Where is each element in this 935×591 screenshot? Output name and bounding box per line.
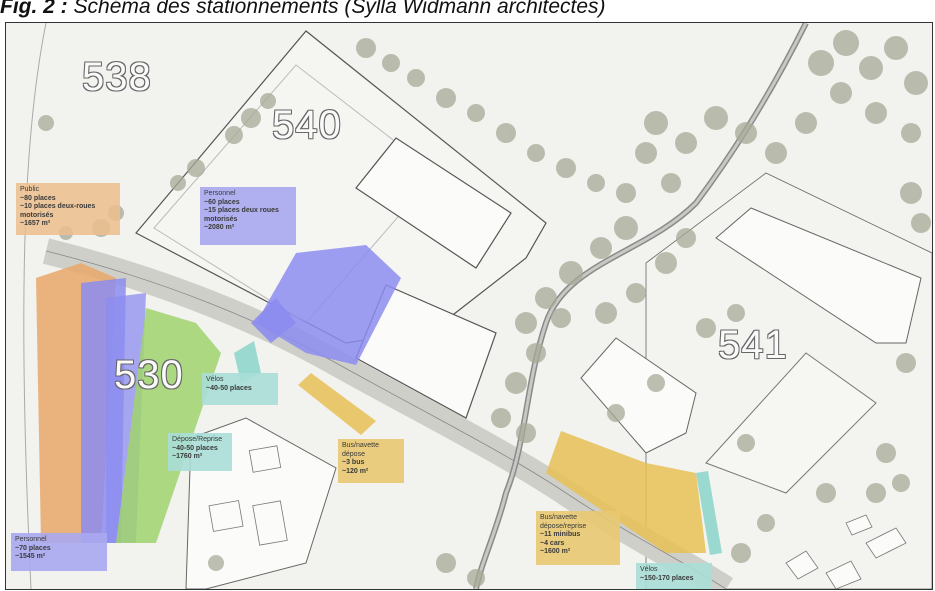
label-personnel-540-area: ~2080 m² <box>204 224 235 231</box>
zone-depose-reprise <box>116 308 221 543</box>
zone-velos-1 <box>234 341 261 383</box>
building-541-east <box>715 207 922 344</box>
label-personnel-540: Personnel ~60 places ~15 places deux rou… <box>200 187 296 245</box>
label-velos-2-area: ~150-170 places <box>640 574 694 582</box>
label-bus-1-area: ~120 m² <box>342 467 369 475</box>
minor-buildings <box>785 514 907 589</box>
zone-personnel-540 <box>256 245 401 365</box>
zone-velos-2 <box>696 471 722 555</box>
label-personnel-540-line-1: ~60 places <box>204 198 240 206</box>
label-velos-1: Vélos ~40-50 places <box>202 373 278 405</box>
label-bus-1-title: Bus/navette dépose <box>342 442 379 458</box>
label-personnel-530-title: Personnel <box>15 536 47 543</box>
label-depose-title: Dépose/Reprise <box>172 436 223 443</box>
label-public-area: ~1657 m² <box>20 220 51 227</box>
label-bus-1: Bus/navette dépose ~3 bus ~120 m² <box>338 439 404 483</box>
parcel-label-540: 540 <box>272 103 342 147</box>
label-depose-reprise: Dépose/Reprise ~40-50 places ~1760 m² <box>168 433 232 471</box>
label-bus-2-area: ~1600 m² <box>540 548 571 555</box>
building-541-row <box>705 352 877 494</box>
label-bus-2-line-1: ~11 minibus <box>540 531 581 538</box>
label-personnel-530-area: ~1545 m² <box>15 553 46 560</box>
label-depose-area: ~1760 m² <box>172 453 203 460</box>
building-541-main <box>580 337 697 454</box>
label-velos-1-title: Vélos <box>206 376 224 383</box>
figure-caption: Fig. 2 : Schéma des stationnements (Syll… <box>0 0 935 18</box>
parcel-label-538: 538 <box>82 55 152 99</box>
label-personnel-540-line-2: ~15 places deux roues motorisés <box>204 207 279 223</box>
label-personnel-540-title: Personnel <box>204 190 236 197</box>
site-plan-drawing <box>6 23 932 589</box>
site-plan-map: 538 540 530 541 Public ~80 places ~10 pl… <box>5 22 933 590</box>
label-velos-1-area: ~40-50 places <box>206 384 252 392</box>
vegetation <box>38 30 931 587</box>
parcel-label-530: 530 <box>114 353 184 397</box>
stream-inner <box>474 23 808 589</box>
label-public: Public ~80 places ~10 places deux-roues … <box>16 183 120 235</box>
label-public-title: Public <box>20 186 40 193</box>
label-velos-2-title: Vélos <box>640 566 658 573</box>
figure-title: Schéma des stationnements (Sylla Widmann… <box>67 0 606 18</box>
label-personnel-530-line-1: ~70 places <box>15 544 51 552</box>
zone-bus-1 <box>298 373 376 435</box>
label-bus-1-line-1: ~3 bus <box>342 459 365 466</box>
label-public-line-1: ~80 places <box>20 194 56 202</box>
zone-bus-2 <box>546 431 706 553</box>
road-edge <box>45 250 727 589</box>
label-public-line-2: ~10 places deux-roues motorisés <box>20 203 96 219</box>
figure-number: Fig. 2 : <box>0 0 68 18</box>
parcel-label-541: 541 <box>718 323 788 367</box>
label-bus-2-line-2: ~4 cars <box>540 539 565 547</box>
label-personnel-530: Personnel ~70 places ~1545 m² <box>11 533 107 571</box>
zone-personnel-540-strip <box>251 298 296 343</box>
label-bus-2-title: Bus/navette dépose/reprise <box>540 514 587 530</box>
label-velos-2: Vélos ~150-170 places <box>636 563 712 589</box>
building-530-details <box>208 445 288 546</box>
label-depose-line-1: ~40-50 places <box>172 444 218 452</box>
label-bus-2: Bus/navette dépose/reprise ~11 minibus ~… <box>536 511 620 565</box>
building-540-north <box>355 137 512 269</box>
